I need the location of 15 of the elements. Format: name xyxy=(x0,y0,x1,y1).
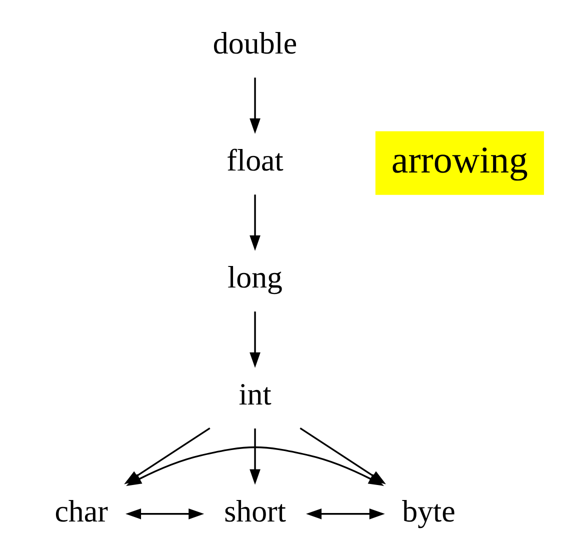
node-text: byte xyxy=(402,493,456,528)
node-text: short xyxy=(224,493,286,528)
node-text: double xyxy=(212,26,298,61)
node-text: long xyxy=(228,260,283,295)
arrow xyxy=(126,508,204,520)
arrow xyxy=(250,312,260,368)
node-text: float xyxy=(226,142,284,178)
arrow xyxy=(250,428,260,485)
node-text: char xyxy=(54,493,108,528)
node-box: arrowing xyxy=(375,131,544,195)
arrow xyxy=(126,446,384,486)
arrow xyxy=(306,508,385,520)
arrow xyxy=(250,78,260,134)
arrow xyxy=(250,194,260,251)
node-text: int xyxy=(238,376,272,412)
